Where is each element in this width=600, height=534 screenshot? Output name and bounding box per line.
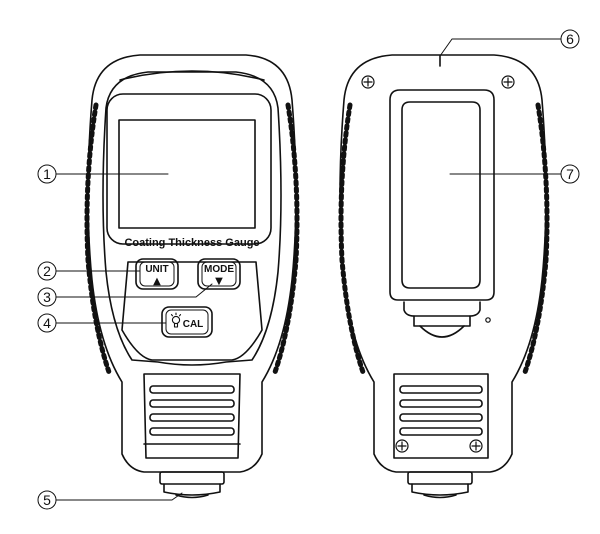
back-probe <box>407 471 473 499</box>
callout-number: 4 <box>43 315 51 331</box>
callout-2: 2 <box>37 261 141 281</box>
back-left-grip <box>338 102 367 378</box>
up-arrow-icon: ▲ <box>153 276 161 287</box>
front-label: Coating Thickness Gauge <box>124 237 259 249</box>
mode-button-label: MODE <box>204 264 234 275</box>
back-body-outline <box>339 54 547 473</box>
callouts: 1 2 3 4 5 <box>37 29 580 510</box>
front-body-outline <box>87 54 297 473</box>
callout-6: 6 <box>439 29 580 57</box>
mode-button[interactable]: MODE ▼ <box>197 258 241 290</box>
callout-number: 7 <box>566 166 574 182</box>
back-view <box>338 54 550 499</box>
front-view: Coating Thickness Gauge UNIT ▲ MODE ▼ <box>84 54 300 499</box>
callout-1: 1 <box>37 164 169 184</box>
back-right-grip <box>521 102 550 378</box>
front-lower-panel <box>121 261 263 361</box>
unit-button[interactable]: UNIT ▲ <box>135 258 179 290</box>
callout-5: 5 <box>37 490 183 510</box>
front-probe <box>159 471 225 499</box>
callout-7: 7 <box>449 164 580 184</box>
callout-3: 3 <box>37 283 213 307</box>
callout-number: 5 <box>43 492 51 508</box>
callout-4: 4 <box>37 313 167 333</box>
callout-number: 6 <box>566 31 574 47</box>
battery-door[interactable] <box>389 89 495 338</box>
front-bezel <box>102 71 282 366</box>
back-screws <box>361 75 515 453</box>
back-indicator-hole <box>485 317 491 323</box>
callout-number: 3 <box>43 289 51 305</box>
front-vent-grille <box>143 373 241 459</box>
front-left-grip <box>84 102 113 378</box>
callout-number: 2 <box>43 263 51 279</box>
front-top-rim <box>119 70 265 81</box>
bulb-icon <box>170 312 182 328</box>
unit-button-label: UNIT <box>145 264 168 275</box>
cal-button[interactable]: CAL <box>161 306 213 338</box>
back-vent-grille <box>393 373 489 459</box>
cal-button-label: CAL <box>183 319 204 330</box>
down-arrow-icon: ▼ <box>215 276 223 287</box>
front-display-frame <box>106 93 272 245</box>
callout-number: 1 <box>43 166 51 182</box>
front-right-grip <box>271 102 300 378</box>
